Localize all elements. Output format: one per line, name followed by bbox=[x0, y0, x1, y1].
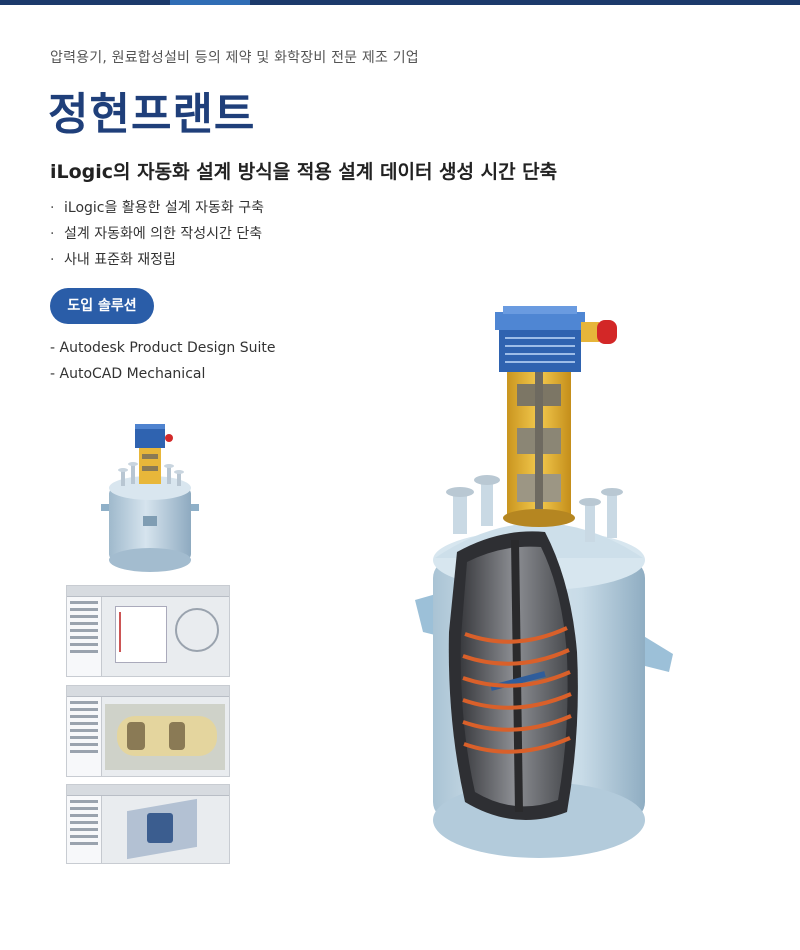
solution-badge: 도입 솔루션 bbox=[50, 288, 154, 324]
top-bar-accent bbox=[170, 0, 250, 5]
solution-item: - Autodesk Product Design Suite bbox=[50, 340, 276, 356]
reactor-cutaway-image bbox=[415, 306, 673, 858]
solution-item: - AutoCAD Mechanical bbox=[50, 366, 206, 382]
headline: iLogic의 자동화 설계 방식을 적용 설계 데이터 생성 시간 단축 bbox=[50, 161, 558, 183]
benefit-item: ·설계 자동화에 의한 작성시간 단축 bbox=[50, 226, 263, 242]
top-bar bbox=[0, 0, 800, 5]
company-tagline: 압력용기, 원료합성설비 등의 제약 및 화학장비 전문 제조 기업 bbox=[50, 50, 419, 66]
benefit-item: ·iLogic을 활용한 설계 자동화 구축 bbox=[50, 200, 264, 216]
benefit-item: ·사내 표준화 재정립 bbox=[50, 252, 176, 268]
cad-screenshot-image bbox=[66, 685, 230, 777]
benefit-list: ·iLogic을 활용한 설계 자동화 구축 ·설계 자동화에 의한 작성시간 … bbox=[50, 198, 264, 276]
cad-screenshot-image bbox=[66, 784, 230, 864]
company-name: 정현프랜트 bbox=[48, 89, 256, 140]
cad-screenshot-image bbox=[66, 585, 230, 677]
solution-list: - Autodesk Product Design Suite - AutoCA… bbox=[50, 338, 276, 390]
reactor-thumbnail-image bbox=[101, 424, 199, 572]
